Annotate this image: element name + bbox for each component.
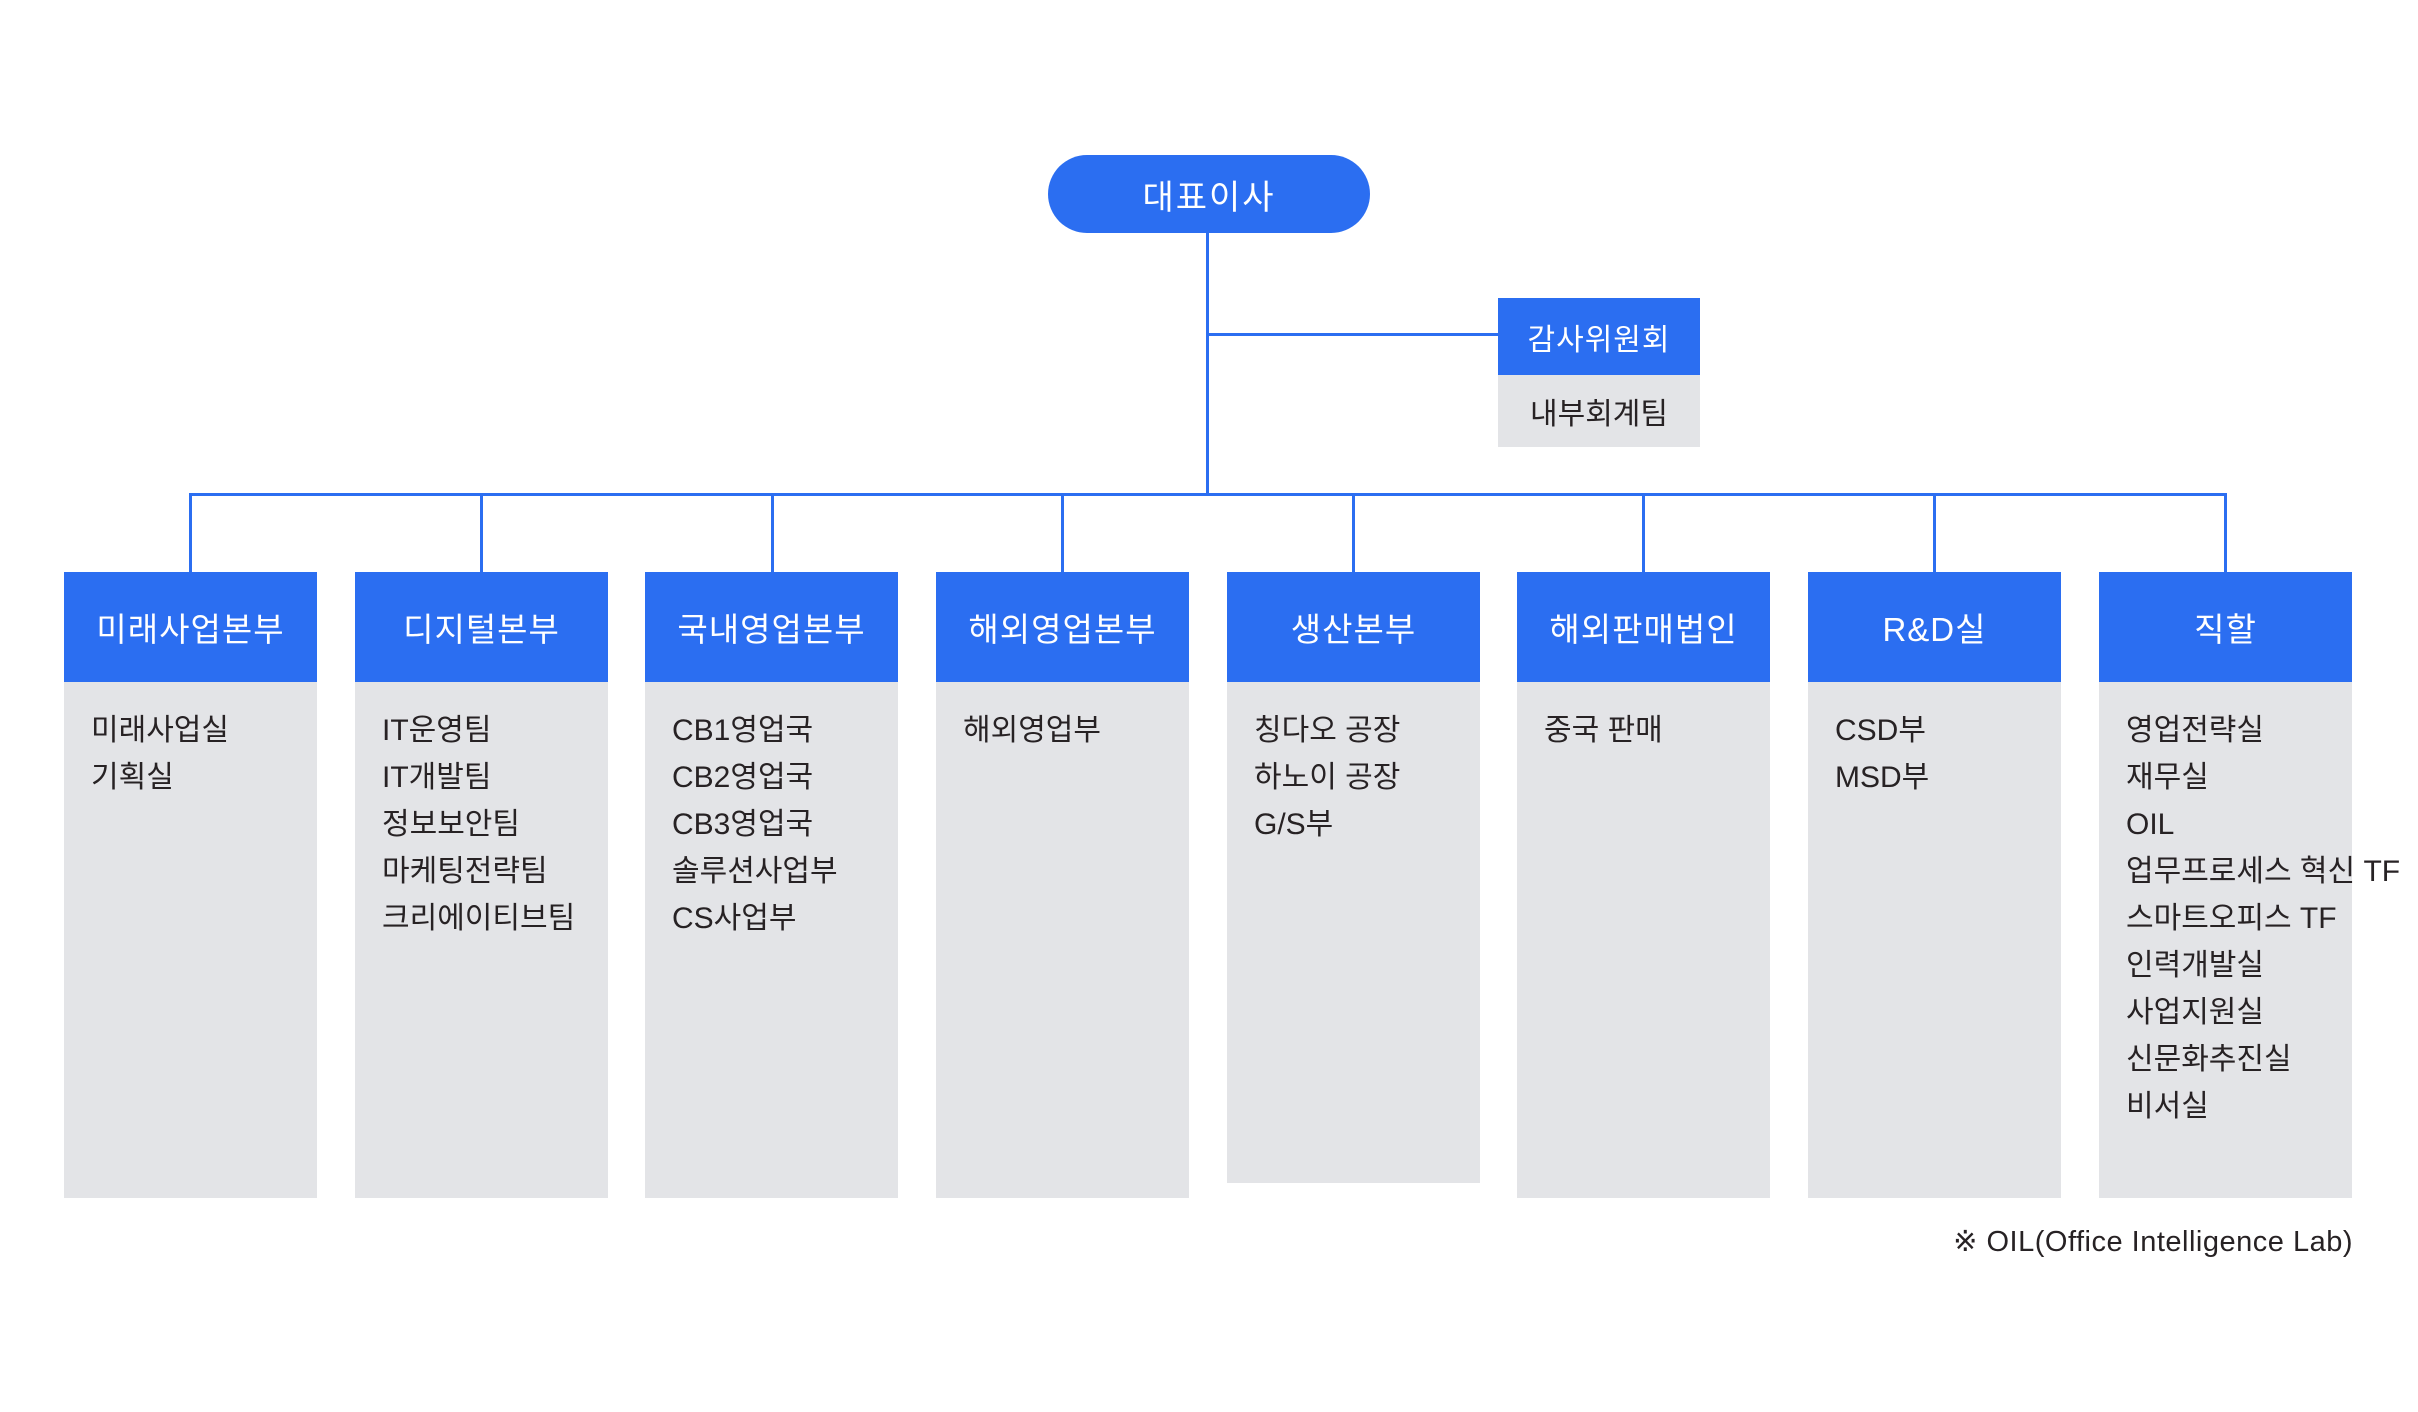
division-column-rnd: R&D실 CSD부 MSD부 <box>1808 572 2061 1198</box>
connector-stub-5 <box>1352 493 1355 572</box>
division-item: 재무실 <box>2126 761 2209 794</box>
division-list: IT운영팀 IT개발팀 정보보안팀 마케팅전략팀 크리에이티브팀 <box>355 682 608 1198</box>
division-item: 크리에이티브팀 <box>382 902 576 935</box>
connector-stub-2 <box>480 493 483 572</box>
division-list: 중국 판매 <box>1517 682 1770 1198</box>
division-item: CS사업부 <box>672 902 797 935</box>
connector-stub-3 <box>771 493 774 572</box>
division-item: 해외영업부 <box>963 714 1101 747</box>
division-item: 칭다오 공장 <box>1254 714 1401 747</box>
connector-trunk-vertical <box>1206 233 1209 493</box>
division-item: IT개발팀 <box>382 761 492 794</box>
connector-audit-branch <box>1208 333 1498 336</box>
division-item: CB3영업국 <box>672 808 814 841</box>
division-header: 직할 <box>2099 572 2352 682</box>
connector-stub-4 <box>1061 493 1064 572</box>
division-list: 영업전략실 재무실 OIL 업무프로세스 혁신 TF 스마트오피스 TF 인력개… <box>2099 682 2401 1198</box>
division-item: 신문화추진실 <box>2126 1043 2292 1076</box>
footnote: ※ OIL(Office Intelligence Lab) <box>1953 1226 2353 1258</box>
division-item: MSD부 <box>1835 761 1930 794</box>
division-item: CB1영업국 <box>672 714 814 747</box>
connector-stub-6 <box>1642 493 1645 572</box>
connector-trunk-horizontal <box>189 493 2227 496</box>
division-list: 칭다오 공장 하노이 공장 G/S부 <box>1227 682 1480 1183</box>
audit-committee-header: 감사위원회 <box>1498 298 1700 375</box>
ceo-node: 대표이사 <box>1048 155 1370 233</box>
division-column-domestic-sales: 국내영업본부 CB1영업국 CB2영업국 CB3영업국 솔루션사업부 CS사업부 <box>645 572 898 1198</box>
division-item: IT운영팀 <box>382 714 492 747</box>
division-item: G/S부 <box>1254 808 1334 841</box>
division-column-future-business: 미래사업본부 미래사업실 기획실 <box>64 572 317 1198</box>
division-header: 국내영업본부 <box>645 572 898 682</box>
division-column-direct: 직할 영업전략실 재무실 OIL 업무프로세스 혁신 TF 스마트오피스 TF … <box>2099 572 2401 1198</box>
division-list: 해외영업부 <box>936 682 1189 1198</box>
division-header: 디지털본부 <box>355 572 608 682</box>
division-item: 미래사업실 <box>91 714 229 747</box>
division-header: 해외영업본부 <box>936 572 1189 682</box>
division-item: 업무프로세스 혁신 TF <box>2126 855 2401 888</box>
division-list: 미래사업실 기획실 <box>64 682 317 1198</box>
division-item: OIL <box>2126 808 2175 841</box>
division-item: 스마트오피스 TF <box>2126 902 2337 935</box>
connector-stub-8 <box>2224 493 2227 572</box>
division-list: CSD부 MSD부 <box>1808 682 2061 1198</box>
division-item: 기획실 <box>91 761 174 794</box>
division-list: CB1영업국 CB2영업국 CB3영업국 솔루션사업부 CS사업부 <box>645 682 898 1198</box>
division-item: 중국 판매 <box>1544 714 1663 747</box>
audit-committee-node: 감사위원회 내부회계팀 <box>1498 298 1700 447</box>
division-item: 사업지원실 <box>2126 996 2264 1029</box>
division-header: R&D실 <box>1808 572 2061 682</box>
audit-committee-item: 내부회계팀 <box>1498 375 1700 447</box>
connector-stub-7 <box>1933 493 1936 572</box>
division-item: 비서실 <box>2126 1090 2209 1123</box>
division-item: 영업전략실 <box>2126 714 2264 747</box>
connector-stub-1 <box>189 493 192 572</box>
division-item: CB2영업국 <box>672 761 814 794</box>
division-header: 생산본부 <box>1227 572 1480 682</box>
division-column-overseas-sales: 해외영업본부 해외영업부 <box>936 572 1189 1198</box>
division-column-production: 생산본부 칭다오 공장 하노이 공장 G/S부 <box>1227 572 1480 1183</box>
division-item: 하노이 공장 <box>1254 761 1401 794</box>
division-item: 정보보안팀 <box>382 808 520 841</box>
division-header: 해외판매법인 <box>1517 572 1770 682</box>
division-column-digital: 디지털본부 IT운영팀 IT개발팀 정보보안팀 마케팅전략팀 크리에이티브팀 <box>355 572 608 1198</box>
division-item: CSD부 <box>1835 714 1926 747</box>
division-item: 마케팅전략팀 <box>382 855 548 888</box>
division-item: 인력개발실 <box>2126 949 2264 982</box>
division-header: 미래사업본부 <box>64 572 317 682</box>
division-column-overseas-corp: 해외판매법인 중국 판매 <box>1517 572 1770 1198</box>
division-item: 솔루션사업부 <box>672 855 838 888</box>
